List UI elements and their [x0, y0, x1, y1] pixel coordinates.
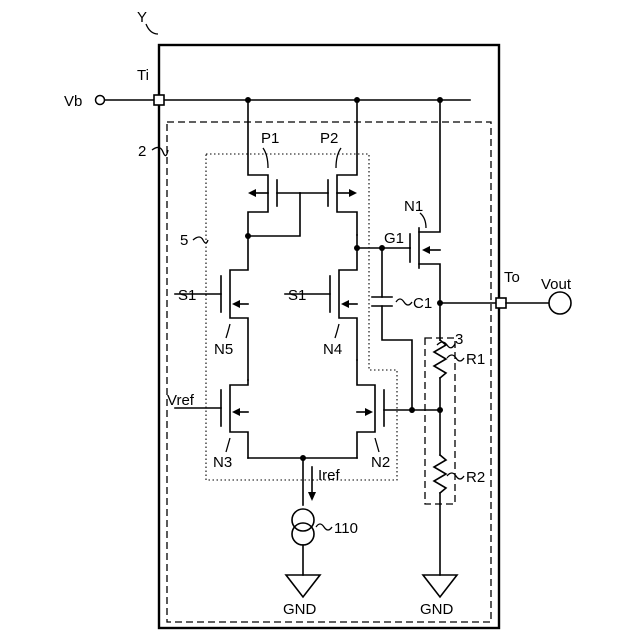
label-C1: C1 [413, 295, 432, 312]
label-Iref: Iref [318, 467, 341, 484]
label-N3: N3 [213, 454, 232, 471]
label-R2: R2 [466, 469, 485, 486]
label-Vout: Vout [541, 276, 572, 293]
resistor-R2 [434, 455, 446, 575]
label-S1-left: S1 [178, 287, 196, 304]
label-3: 3 [455, 331, 463, 348]
label-Y: Y [137, 9, 147, 26]
label-N1: N1 [404, 198, 423, 215]
dotted-block-5 [206, 154, 397, 480]
label-P2: P2 [320, 130, 338, 147]
label-GND-left: GND [283, 601, 317, 618]
label-GND-right: GND [420, 601, 454, 618]
label-G1: G1 [384, 230, 404, 247]
transistor-P1 [248, 100, 300, 235]
vout-terminal [549, 292, 571, 314]
current-source-110 [292, 509, 314, 575]
capacitor-C1 [372, 248, 412, 412]
label-Vref: Vref [167, 392, 195, 409]
transistor-N4 [285, 248, 357, 360]
transistor-N2 [357, 360, 413, 458]
label-Ti: Ti [137, 67, 149, 84]
dashed-block-2 [167, 122, 491, 622]
ti-terminal [154, 95, 164, 105]
ground-right [423, 575, 457, 597]
label-S1-right: S1 [288, 287, 306, 304]
ground-left [286, 575, 320, 597]
transistor-P2 [300, 100, 357, 235]
label-To: To [504, 269, 520, 286]
label-Vb: Vb [64, 93, 82, 110]
label-2: 2 [138, 143, 146, 160]
label-N2: N2 [371, 454, 390, 471]
to-terminal [496, 298, 506, 308]
label-110: 110 [334, 520, 358, 537]
transistor-N5 [175, 236, 248, 380]
label-N5: N5 [214, 341, 233, 358]
vb-terminal [96, 96, 105, 105]
label-R1: R1 [466, 351, 485, 368]
label-N4: N4 [323, 341, 342, 358]
label-5: 5 [180, 232, 188, 249]
resistor-R1 [434, 303, 446, 455]
label-P1: P1 [261, 130, 279, 147]
